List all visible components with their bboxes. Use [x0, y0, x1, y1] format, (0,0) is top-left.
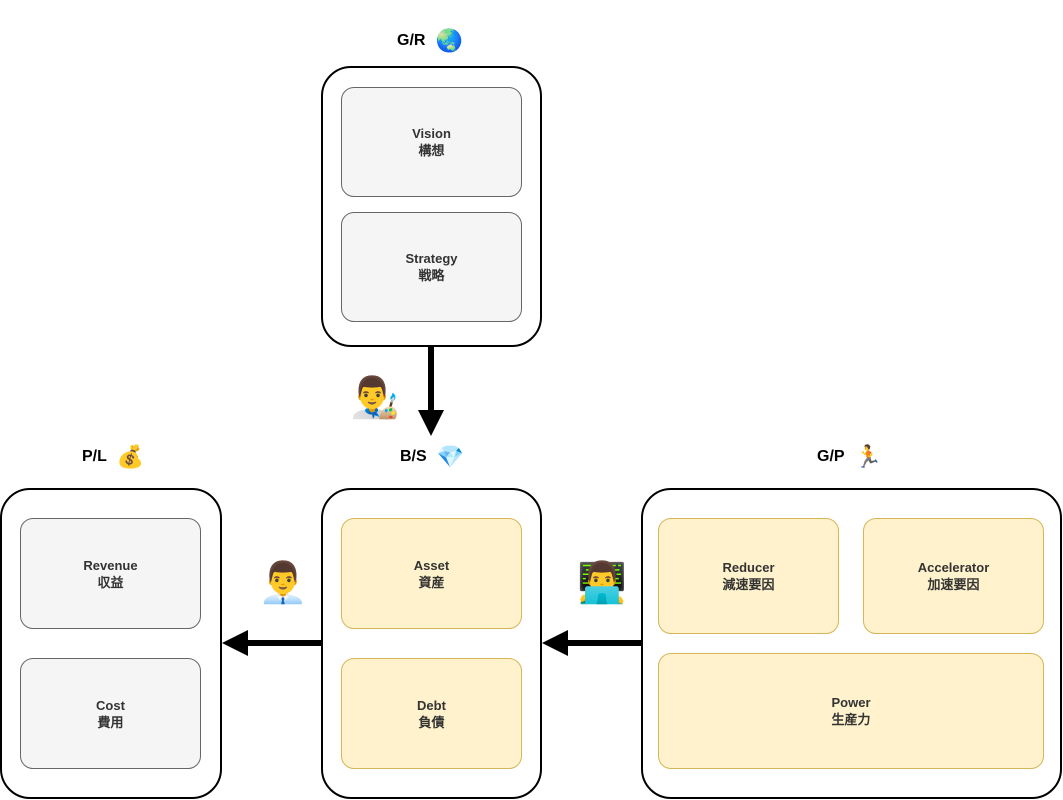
- money-bag-icon: 💰: [116, 444, 145, 469]
- reducer-label-en: Reducer: [722, 560, 775, 575]
- pl-title: P/L 💰: [82, 446, 144, 468]
- reducer-card[interactable]: Reducer 減速要因: [658, 518, 839, 634]
- office-worker-icon: 👨‍💼: [258, 561, 308, 605]
- power-label-en: Power: [831, 695, 871, 710]
- strategy-label-en: Strategy: [405, 251, 458, 266]
- asset-label-ja: 資産: [418, 574, 445, 590]
- accelerator-label-ja: 加速要因: [927, 577, 980, 592]
- power-label-ja: 生産力: [831, 712, 871, 727]
- bs-title: B/S 💎: [400, 446, 464, 468]
- gem-icon: 💎: [436, 444, 465, 469]
- cost-label-ja: 費用: [97, 714, 124, 730]
- artist-icon: 👨‍🎨: [350, 376, 400, 420]
- accelerator-card[interactable]: Accelerator 加速要因: [863, 518, 1044, 634]
- gp-title: G/P 🏃: [817, 446, 882, 468]
- revenue-label-ja: 収益: [97, 574, 124, 590]
- pl-title-label: P/L: [82, 448, 107, 465]
- gp-title-label: G/P: [817, 448, 845, 465]
- vision-label-ja: 構想: [418, 143, 445, 158]
- globe-icon: 🌏: [435, 28, 463, 53]
- technologist-icon: 👨‍💻: [577, 561, 627, 605]
- vision-card[interactable]: Vision 構想: [341, 87, 522, 197]
- cost-label-en: Cost: [96, 697, 125, 713]
- debt-label-en: Debt: [417, 697, 446, 713]
- asset-label-en: Asset: [413, 557, 450, 573]
- cost-card[interactable]: Cost 費用: [20, 658, 201, 769]
- runner-icon: 🏃: [854, 444, 882, 469]
- arrow-bs-to-pl: [222, 630, 321, 656]
- arrow-gr-to-bs: [418, 347, 444, 436]
- accelerator-label-en: Accelerator: [917, 560, 990, 575]
- strategy-card[interactable]: Strategy 戦略: [341, 212, 522, 322]
- revenue-card[interactable]: Revenue 収益: [20, 518, 201, 629]
- debt-label-ja: 負債: [418, 714, 445, 730]
- debt-card[interactable]: Debt 負債: [341, 658, 522, 769]
- reducer-label-ja: 減速要因: [722, 577, 775, 592]
- gr-title-label: G/R: [397, 32, 426, 49]
- arrow-gp-to-bs: [542, 630, 641, 656]
- vision-label-en: Vision: [412, 126, 451, 141]
- strategy-label-ja: 戦略: [418, 268, 445, 283]
- bs-title-label: B/S: [400, 448, 427, 465]
- power-card[interactable]: Power 生産力: [658, 653, 1044, 769]
- revenue-label-en: Revenue: [83, 557, 138, 573]
- asset-card[interactable]: Asset 資産: [341, 518, 522, 629]
- gr-title: G/R 🌏: [397, 30, 463, 52]
